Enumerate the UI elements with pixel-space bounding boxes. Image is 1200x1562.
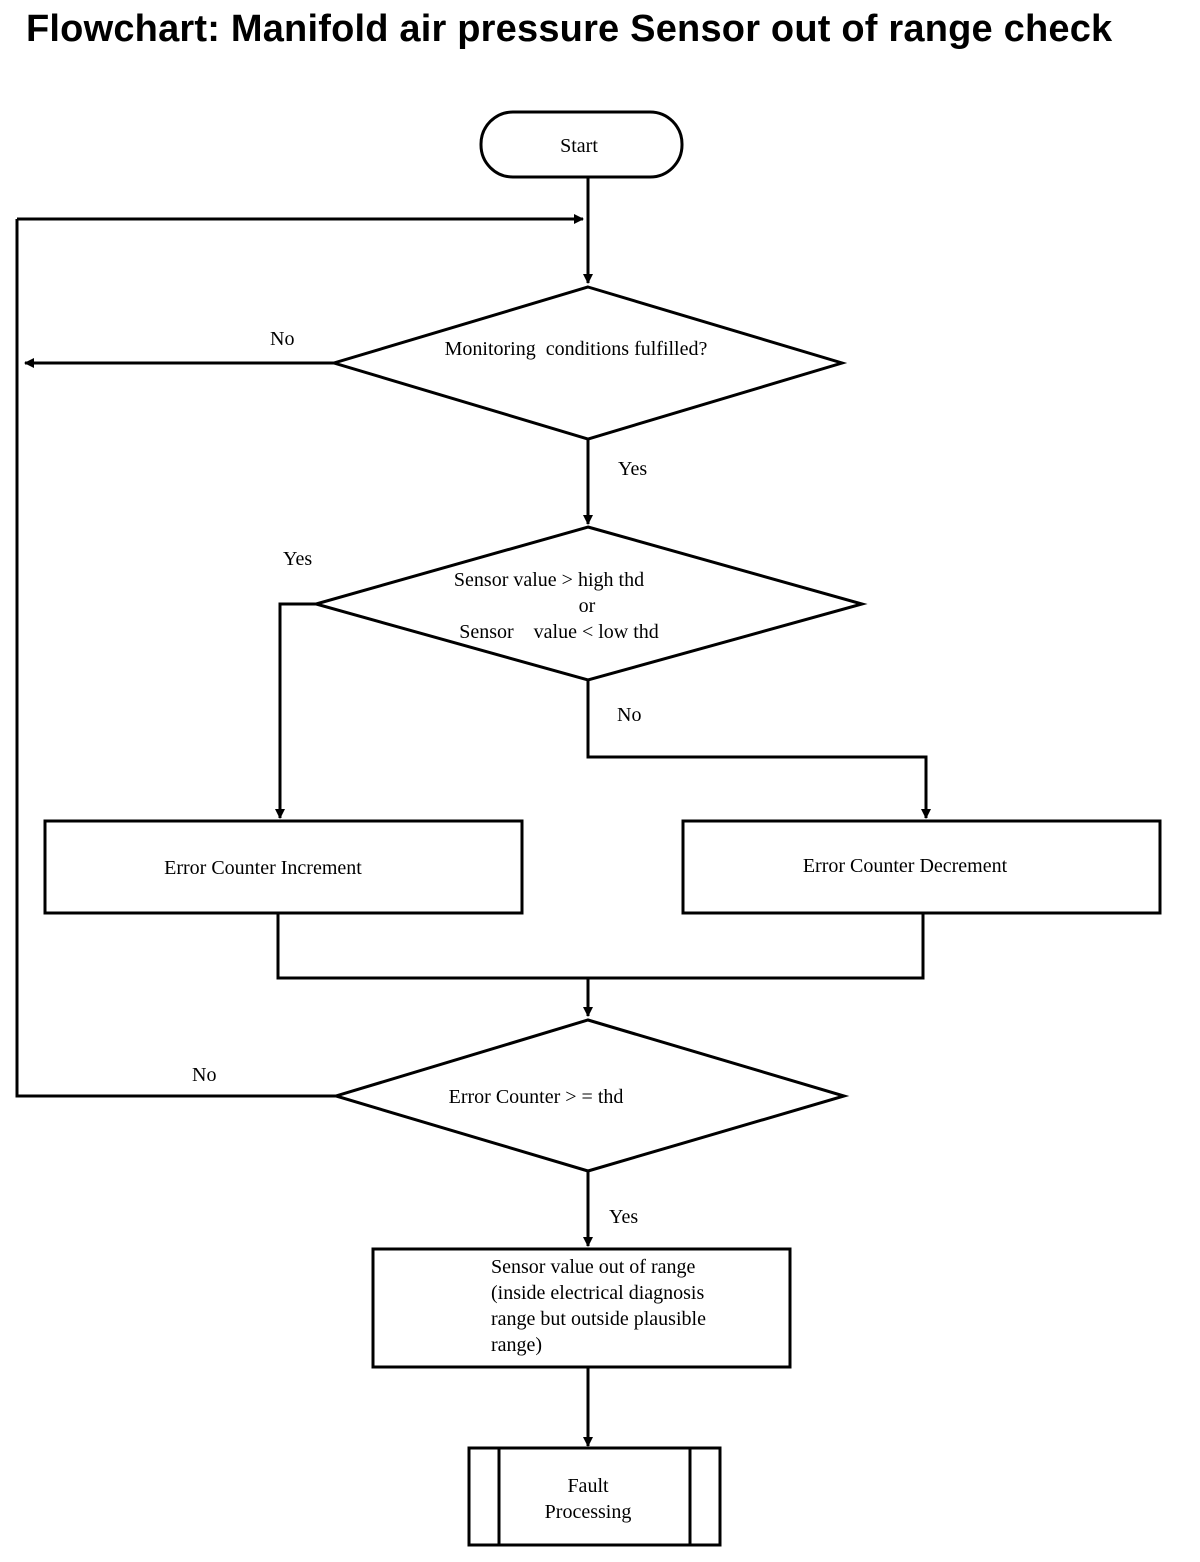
edge-increment-merge [276,913,925,980]
sensor-range-decision [310,525,868,682]
edge-sensor-no [586,681,931,819]
sensor-check-line2: or [579,595,596,617]
out-of-range-line1: Sensor value out of range [491,1256,696,1278]
start-label: Start [560,135,598,157]
edge-sensor-yes [275,602,316,819]
sensor-check-line3: Sensor value < low thd [459,621,659,643]
fault-line1: Fault [567,1475,609,1497]
out-of-range-line4: range) [491,1334,542,1356]
counter-check-label: Error Counter > = thd [449,1086,624,1108]
page-title: Flowchart: Manifold air pressure Sensor … [26,8,1113,50]
error-counter-decrement-box [681,819,1162,915]
sensor-check-line1: Sensor value > high thd [454,569,644,591]
edge-counter-no [15,219,338,1098]
counter-no-label: No [192,1064,216,1086]
out-of-range-line2: (inside electrical diagnosis [491,1282,704,1304]
out-of-range-line3: range but outside plausible [491,1308,706,1330]
monitoring-decision [328,285,848,441]
out-of-range-box [371,1247,792,1369]
counter-yes-label: Yes [609,1206,638,1228]
error-counter-decision [330,1018,850,1173]
sensor-yes-label: Yes [283,548,312,570]
decrement-label: Error Counter Decrement [803,855,1008,877]
start-node [479,110,684,179]
monitoring-no-label: No [270,328,294,350]
monitoring-yes-label: Yes [618,458,647,480]
increment-label: Error Counter Increment [164,857,362,879]
sensor-no-label: No [617,704,641,726]
fault-processing-box [467,1446,722,1547]
monitoring-label: Monitoring conditions fulfilled? [445,338,708,360]
fault-line2: Processing [545,1501,632,1523]
error-counter-increment-box [43,819,524,915]
